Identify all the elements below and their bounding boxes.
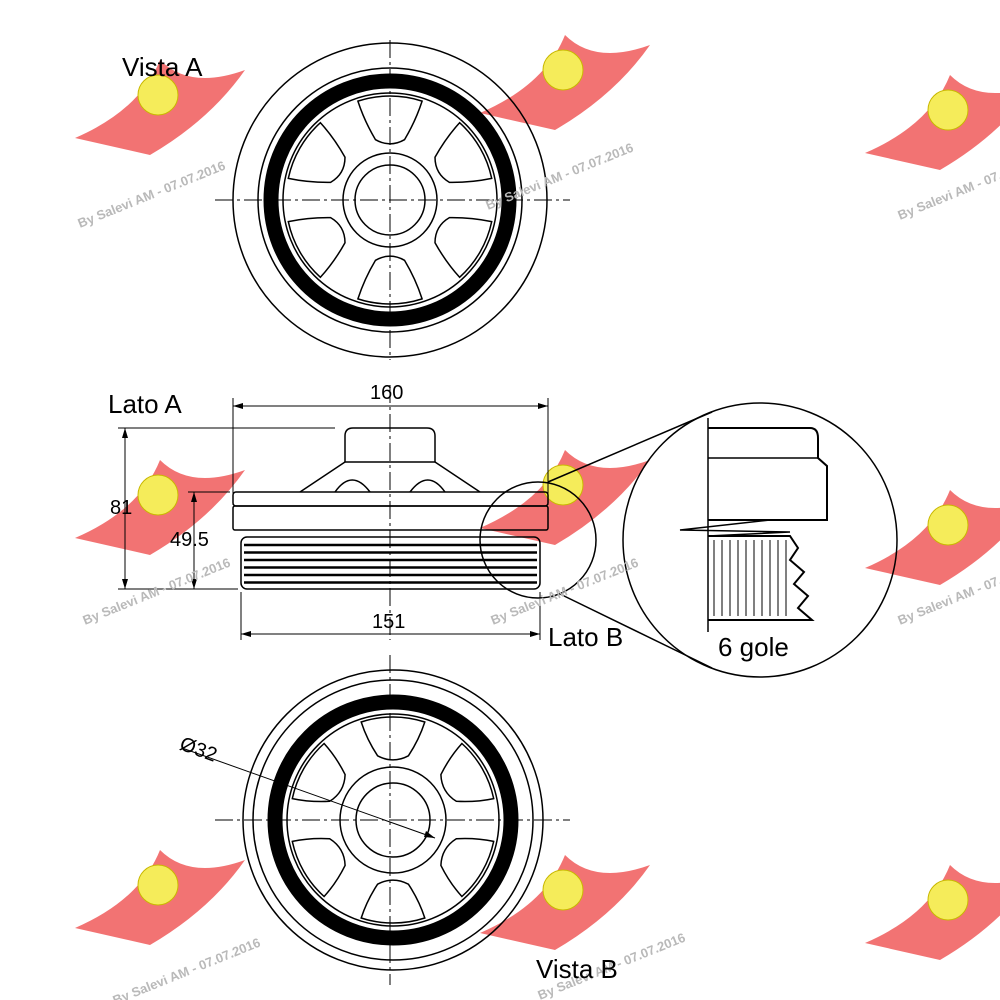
lightening-holes-b xyxy=(291,716,495,924)
lightening-hole xyxy=(360,879,426,924)
lightening-hole xyxy=(291,837,346,898)
watermark-logo-badge xyxy=(542,464,584,506)
lightening-hole xyxy=(440,742,495,803)
lightening-hole xyxy=(360,716,426,761)
dimension-total-height: 81 xyxy=(110,497,133,519)
watermark-text: By Salevi AM - 07.07.2016 xyxy=(76,158,228,231)
watermark-logo-badge xyxy=(542,869,584,911)
watermark-text: By Salevi AM - 07.07.2016 xyxy=(81,555,233,628)
lightening-holes-a xyxy=(287,95,493,305)
front-view-b xyxy=(181,655,570,985)
watermark-logo-badge xyxy=(137,474,179,516)
label-groove-count: 6 gole xyxy=(718,632,789,662)
belt-grooves xyxy=(244,543,537,584)
lightening-hole xyxy=(356,255,424,305)
watermark-logo-badge xyxy=(927,89,969,131)
watermark-logo-badge xyxy=(137,74,179,116)
watermark-logos xyxy=(75,35,1000,960)
label-vista-a: Vista A xyxy=(122,52,203,82)
dimension-groove-diameter: 151 xyxy=(372,611,406,633)
watermark-logo-badge xyxy=(927,504,969,546)
side-view xyxy=(118,385,713,669)
lightening-hole xyxy=(434,121,493,184)
watermark-logo-badge xyxy=(542,49,584,91)
label-vista-b: Vista B xyxy=(536,954,618,984)
watermark-text: By Salevi AM - 07.07.2016 xyxy=(111,935,263,1000)
lightening-hole xyxy=(287,216,346,279)
dimension-outer-diameter: 160 xyxy=(370,382,404,404)
watermark-logo-badge xyxy=(927,879,969,921)
dimension-body-height: 49.5 xyxy=(170,529,209,551)
lightening-hole xyxy=(291,742,346,803)
lightening-hole xyxy=(434,216,493,279)
label-lato-b: Lato B xyxy=(548,622,624,652)
front-view-a xyxy=(215,40,570,360)
lightening-hole xyxy=(440,837,495,898)
groove-section-hatching xyxy=(713,540,787,616)
label-lato-a: Lato A xyxy=(108,389,182,419)
watermark-logo-badge xyxy=(137,864,179,906)
groove-detail-view xyxy=(622,402,898,678)
lightening-hole xyxy=(287,121,346,184)
lightening-hole xyxy=(356,95,424,145)
